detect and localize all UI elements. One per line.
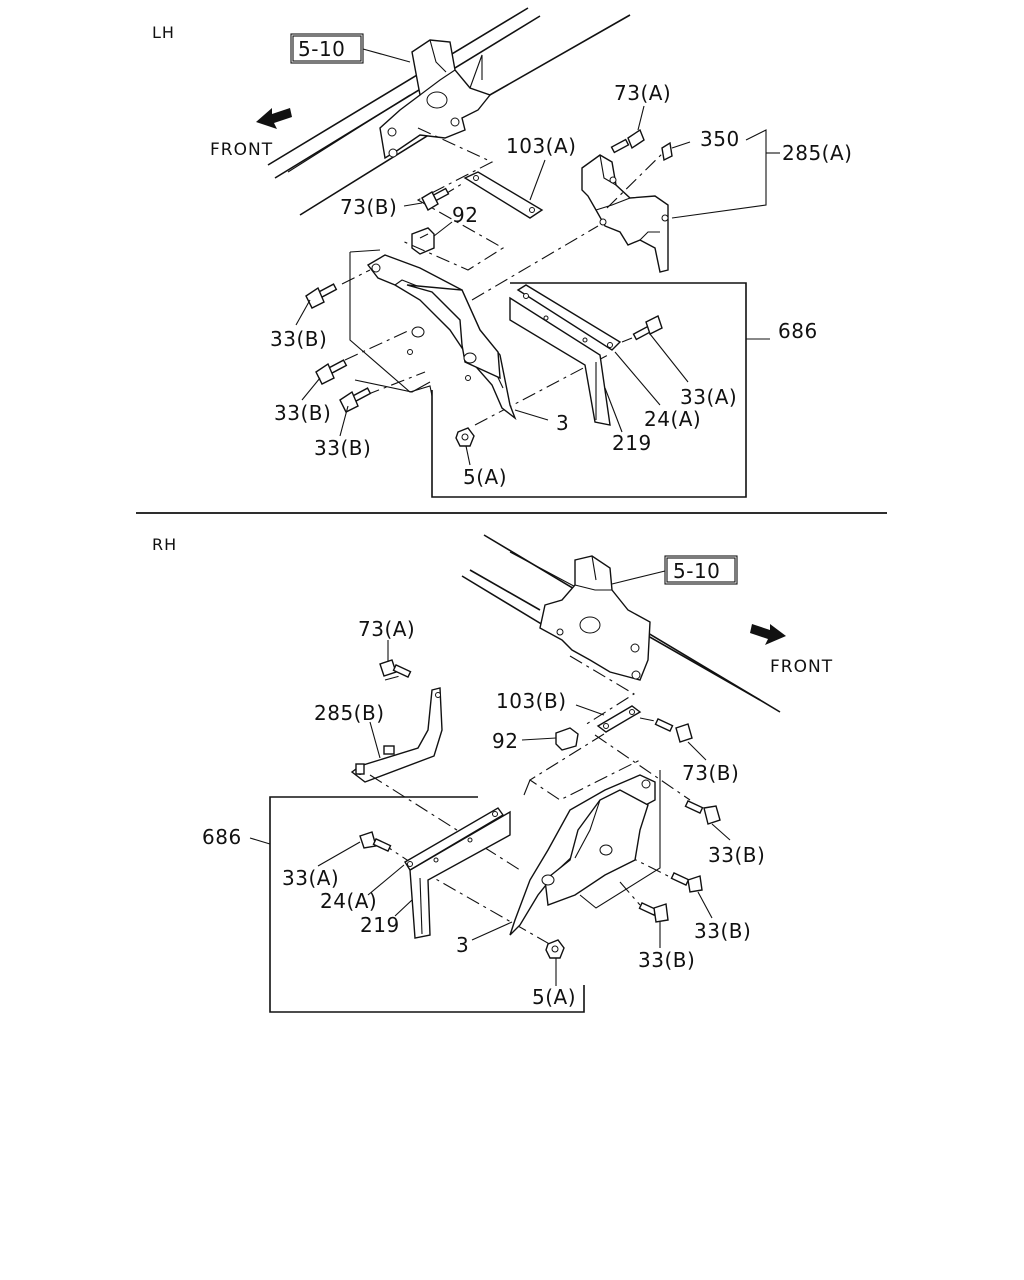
rh-box-686 [249,796,585,1013]
lh-label-5a: 5(A) [463,465,507,489]
rh-label-285b: 285(B) [314,701,385,725]
rh-nut-5a [545,939,565,959]
lh-mud-guard-3 [366,254,517,421]
lh-label-33b-1: 33(B) [270,327,327,351]
lh-bolt-33b-3 [339,387,372,413]
rh-ref-box-label: 5-10 [673,559,720,583]
rh-label-33b-2: 33(B) [694,919,751,943]
lh-label-33a: 33(A) [680,385,737,409]
lh-leader-lines [295,105,780,466]
lh-label-285a: 285(A) [782,141,852,165]
lh-label-73b: 73(B) [340,195,397,219]
rh-label-73b: 73(B) [682,761,739,785]
lh-ref-box-label: 5-10 [298,37,345,61]
rh-label-33b-3: 33(B) [638,948,695,972]
rh-mud-guard-3 [509,774,656,936]
rh-front-label: FRONT [770,657,833,677]
rh-section-title: RH [152,535,177,554]
rh-bolt-33a [359,831,392,853]
lh-assembly-lines [341,127,669,426]
rh-label-686: 686 [202,825,242,849]
rh-bolt-33b-3 [638,901,669,923]
rh-spring-hanger [539,555,651,681]
lh-nut-350 [661,141,673,162]
rh-mud-flap-219 [404,807,511,939]
lh-label-103a: 103(A) [506,134,576,158]
lh-label-3: 3 [556,411,569,435]
lh-label-350: 350 [700,127,740,151]
rh-label-219: 219 [360,913,400,937]
rh-label-33b-1: 33(B) [708,843,765,867]
rh-front-arrow-icon [750,624,786,645]
lh-bolt-33b-1 [305,283,338,309]
lh-front-arrow-icon [256,108,292,129]
lh-ref-box: 5-10 [290,33,411,64]
rh-clip-92 [555,727,579,751]
lh-section: LH FRONT 5-10 [152,7,852,498]
lh-box-686 [431,282,770,498]
lh-spring-hanger [379,39,492,160]
lh-bolt-33a [632,315,663,341]
lh-label-219: 219 [612,431,652,455]
rh-label-73a: 73(A) [358,617,415,641]
lh-label-33b-3: 33(B) [314,436,371,460]
lh-label-686: 686 [778,319,818,343]
rh-label-3: 3 [456,933,469,957]
lh-bolt-73a [610,128,645,154]
lh-mud-flap-219 [509,284,622,426]
rh-assembly-lines [369,655,691,951]
rh-plate-103b [596,705,642,733]
rh-label-103b: 103(B) [496,689,567,713]
rh-label-33a: 33(A) [282,866,339,890]
rh-label-24a: 24(A) [320,889,377,913]
rh-section: RH FRONT 5-10 [152,534,833,1013]
lh-bolt-73b [421,187,450,211]
rh-ref-box: 5-10 [611,555,738,585]
rh-label-92: 92 [492,729,518,753]
lh-label-92: 92 [452,203,478,227]
lh-bolt-33b-2 [315,359,348,385]
rh-bolt-73b [654,717,693,743]
lh-front-label: FRONT [210,140,273,160]
lh-plate-103a [463,171,544,219]
lh-label-33b-2: 33(B) [274,401,331,425]
lh-label-24a: 24(A) [644,407,701,431]
lh-nut-5a [455,427,475,447]
rh-leader-lines [317,640,731,986]
lh-bracket-285a [581,154,669,273]
rh-bolt-73a [379,659,412,679]
lh-label-73a: 73(A) [614,81,671,105]
rh-bolt-33b-1 [684,799,721,825]
rh-bolt-33b-2 [670,871,703,893]
lh-section-title: LH [152,23,175,42]
rh-label-5a: 5(A) [532,985,576,1009]
rh-bracket-285b [350,687,443,783]
